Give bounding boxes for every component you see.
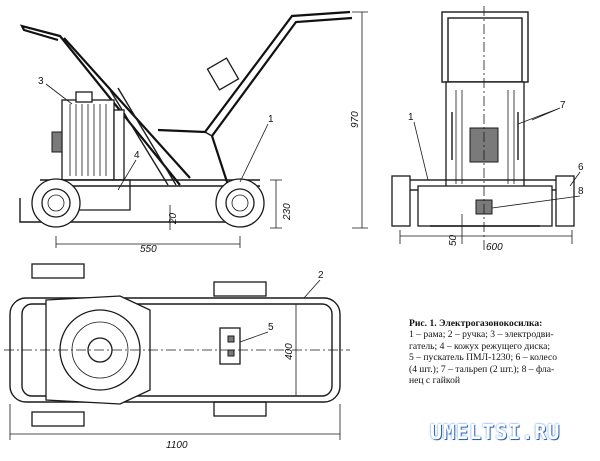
dim-550-line [55, 236, 241, 248]
top-wheel-fr [213, 401, 267, 417]
side-handle-right-inner [210, 16, 353, 186]
dim-20: 20 [168, 212, 179, 225]
top-starter [219, 327, 241, 365]
dim-970: 970 [350, 111, 361, 128]
callout-5: 5 [268, 322, 274, 333]
handle-switch-box [206, 57, 240, 91]
side-handle-right [157, 10, 351, 134]
callout-1: 1 [268, 114, 274, 125]
top-wheel-rr [31, 411, 85, 427]
dim-970-line [352, 11, 368, 229]
top-wheel-rl [31, 263, 85, 279]
dim-400: 400 [284, 343, 295, 360]
front-wheel-left [391, 175, 411, 227]
motor-top [75, 91, 93, 103]
dim-1100: 1100 [166, 440, 188, 451]
dim-230: 230 [282, 203, 293, 221]
dim-600-line [399, 230, 573, 244]
dim-1100-line [9, 404, 341, 440]
callout-2: 2 [318, 270, 324, 281]
side-handle-left [19, 24, 181, 186]
turnbuckles [451, 112, 519, 160]
callout-1-front: 1 [408, 112, 414, 123]
caption-line: 5 – пускатель ПМЛ-1230; 6 – колесо [409, 352, 558, 364]
top-view: 2 5 400 1100 [4, 263, 350, 451]
caption-title: Рис. 1. Электрогазонокосилка: [409, 318, 543, 329]
caption-line: 1 – рама; 2 – ручка; 3 – электродви- [409, 329, 554, 341]
caption-line: нец с гайкой [409, 375, 461, 387]
front-handle [441, 11, 529, 83]
front-view: 1 7 6 8 600 50 [391, 6, 584, 253]
dim-550: 550 [140, 244, 157, 255]
callout-8: 8 [578, 186, 584, 197]
callout-7: 7 [560, 100, 566, 111]
motor-connector [51, 131, 63, 153]
caption-line: (4 шт.); 7 – тальреп (2 шт.); 8 – фла- [409, 363, 555, 375]
site-watermark: UMELTSI.RU [430, 420, 561, 444]
caption-line: гатель; 4 – кожух режущего диска; [409, 340, 551, 352]
top-wheel-fl [213, 281, 267, 297]
callout-4: 4 [134, 150, 140, 161]
side-handle-left-inner [63, 37, 191, 179]
dim-600: 600 [486, 242, 503, 253]
side-strut [109, 87, 177, 186]
callout-3: 3 [38, 76, 44, 87]
callout-6: 6 [578, 162, 584, 173]
side-view: 3 4 1 550 20 230 970 [19, 10, 368, 255]
figure-caption: Рис. 1. Электрогазонокосилка: 1 – рама; … [409, 318, 599, 386]
side-wheel-front [215, 178, 265, 228]
front-wheel-right [555, 175, 575, 227]
side-wheel-rear [31, 178, 81, 228]
dim-50: 50 [448, 234, 459, 246]
